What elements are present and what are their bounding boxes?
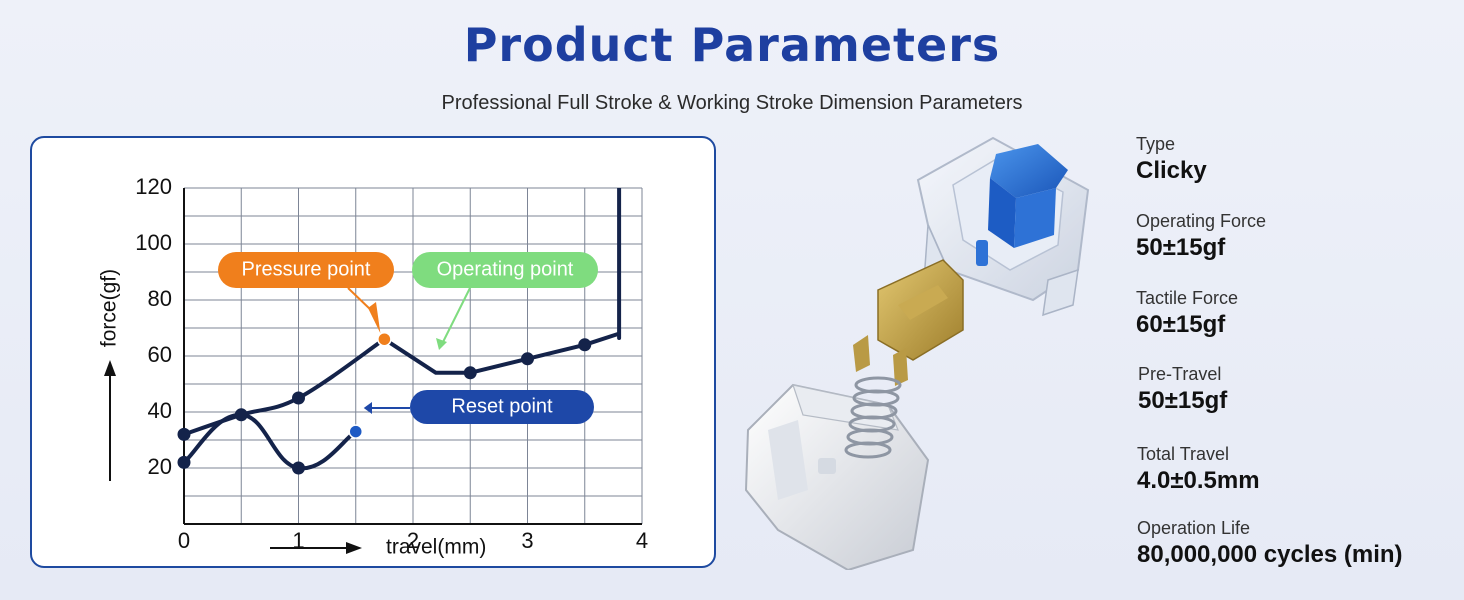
- spec-label-operating-force: Operating Force: [1136, 211, 1267, 231]
- force-travel-chart: 0 1 2 3 4 20 40 60 80 100 120 travel(mm) force(gf) Pr…: [98, 174, 649, 559]
- data-point: [348, 424, 363, 439]
- data-point: [521, 352, 534, 366]
- blue-stem: [976, 144, 1068, 266]
- callout-reset-point-label: Reset point: [451, 395, 553, 417]
- data-point: [463, 366, 477, 380]
- spring: [844, 376, 902, 459]
- x-tick-label: 0: [178, 528, 190, 553]
- callout-operating-point-label: Operating point: [437, 258, 574, 280]
- callout-pressure-point: [218, 252, 394, 288]
- y-tick-label: 40: [148, 398, 172, 423]
- y-tick-label: 60: [148, 342, 172, 367]
- callout-operating-point-pointer: [441, 287, 471, 345]
- data-point: [177, 427, 191, 441]
- callout-pressure-point-pointer: [347, 287, 373, 312]
- data-point: [292, 461, 305, 475]
- spec-label-pre-travel: Pre-Travel: [1138, 364, 1222, 384]
- spec-label-type: Type: [1136, 134, 1176, 154]
- y-tick-label: 80: [148, 286, 172, 311]
- data-point: [578, 338, 592, 352]
- callout-pressure-point-label: Pressure point: [242, 258, 371, 280]
- bottom-housing: [744, 383, 930, 570]
- data-point: [292, 391, 305, 405]
- y-tick-label: 100: [135, 230, 172, 255]
- callout-reset-point: [410, 390, 594, 424]
- y-axis-arrow-head: [104, 360, 116, 376]
- spec-label-operation-life: Operation Life: [1137, 518, 1251, 538]
- x-tick-label: 2: [407, 528, 419, 553]
- spec-value-type: Clicky: [1136, 157, 1207, 184]
- x-tick-label: 1: [292, 528, 304, 553]
- page-title: Product Parameters: [463, 18, 1001, 72]
- spec-value-operation-life: 80,000,000 cycles (min): [1137, 541, 1403, 568]
- x-tick-label: 3: [521, 528, 533, 553]
- gold-leaf: [853, 259, 964, 386]
- spec-label-total-travel: Total Travel: [1137, 444, 1230, 464]
- switch-illustration: [744, 136, 1090, 570]
- spec-value-pre-travel: 50±15gf: [1138, 387, 1228, 414]
- data-point: [377, 331, 392, 347]
- data-point: [177, 455, 191, 469]
- y-tick-label: 20: [148, 454, 172, 479]
- callout-reset-point-arrow: [363, 402, 372, 414]
- spec-label-tactile-force: Tactile Force: [1136, 288, 1239, 308]
- y-tick-label: 120: [135, 174, 172, 199]
- spec-value-tactile-force: 60±15gf: [1136, 311, 1226, 338]
- spec-value-operating-force: 50±15gf: [1136, 234, 1226, 261]
- x-axis-arrow-head: [346, 542, 362, 554]
- spec-value-total-travel: 4.0±0.5mm: [1137, 467, 1260, 494]
- series-line-release: [182, 412, 357, 471]
- data-point: [234, 408, 248, 422]
- callout-operating-point-arrow: [436, 338, 447, 350]
- x-axis-label: travel(mm): [386, 536, 486, 559]
- callout-pressure-point-arrow: [368, 302, 381, 334]
- x-tick-label: 4: [636, 528, 648, 553]
- y-axis-label: force(gf): [98, 269, 121, 347]
- callout-operating-point: [412, 252, 598, 288]
- page-subtitle: Professional Full Stroke & Working Strok…: [441, 92, 1023, 114]
